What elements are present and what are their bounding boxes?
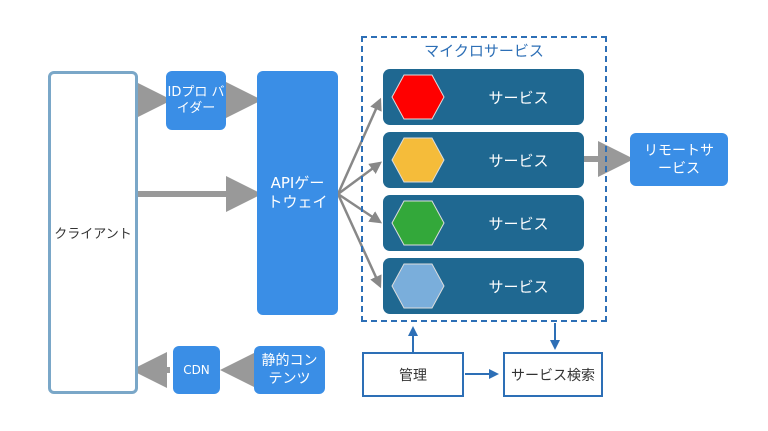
- service-label: サービス: [488, 151, 549, 170]
- service-label: サービス: [488, 88, 549, 107]
- arrow-gateway-to-service-3: [337, 192, 383, 224]
- service-box-3: サービス: [383, 195, 584, 251]
- microservices-title: マイクロサービス: [424, 42, 544, 60]
- client-label: クライアント: [54, 227, 132, 242]
- static-content-label: 静的コン テンツ: [261, 353, 318, 387]
- service-box-4: サービス: [383, 258, 584, 314]
- id-provider-box: IDプロ バイダー: [166, 71, 226, 130]
- service-discovery-box: サービス検索: [503, 352, 603, 397]
- management-box: 管理: [362, 352, 464, 397]
- arrow-gateway-to-service-2: [337, 161, 383, 196]
- api-gateway-box: APIゲー トウェイ: [257, 71, 338, 315]
- service-box-2: サービス: [383, 132, 584, 188]
- api-gateway-label: APIゲー トウェイ: [267, 174, 328, 211]
- cdn-label: CDN: [183, 363, 210, 377]
- hexagon-icon: [391, 263, 445, 309]
- client-box: クライアント: [48, 71, 138, 394]
- hexagon-icon: [391, 137, 445, 183]
- hexagon-icon: [391, 200, 445, 246]
- arrow-gateway-to-service-1: [336, 97, 382, 195]
- cdn-box: CDN: [173, 346, 220, 394]
- microservices-frame: [361, 36, 607, 322]
- id-provider-label: IDプロ バイダー: [167, 84, 225, 116]
- service-label: サービス: [488, 277, 549, 296]
- service-discovery-label: サービス検索: [511, 367, 595, 384]
- static-content-box: 静的コン テンツ: [254, 346, 325, 394]
- remote-service-label: リモートサ ービス: [644, 142, 714, 177]
- arrow-gateway-to-service-4: [336, 193, 382, 289]
- management-label: 管理: [399, 367, 427, 384]
- hexagon-icon: [391, 74, 445, 120]
- service-box-1: サービス: [383, 69, 584, 125]
- service-label: サービス: [488, 214, 549, 233]
- remote-service-box: リモートサ ービス: [630, 133, 728, 186]
